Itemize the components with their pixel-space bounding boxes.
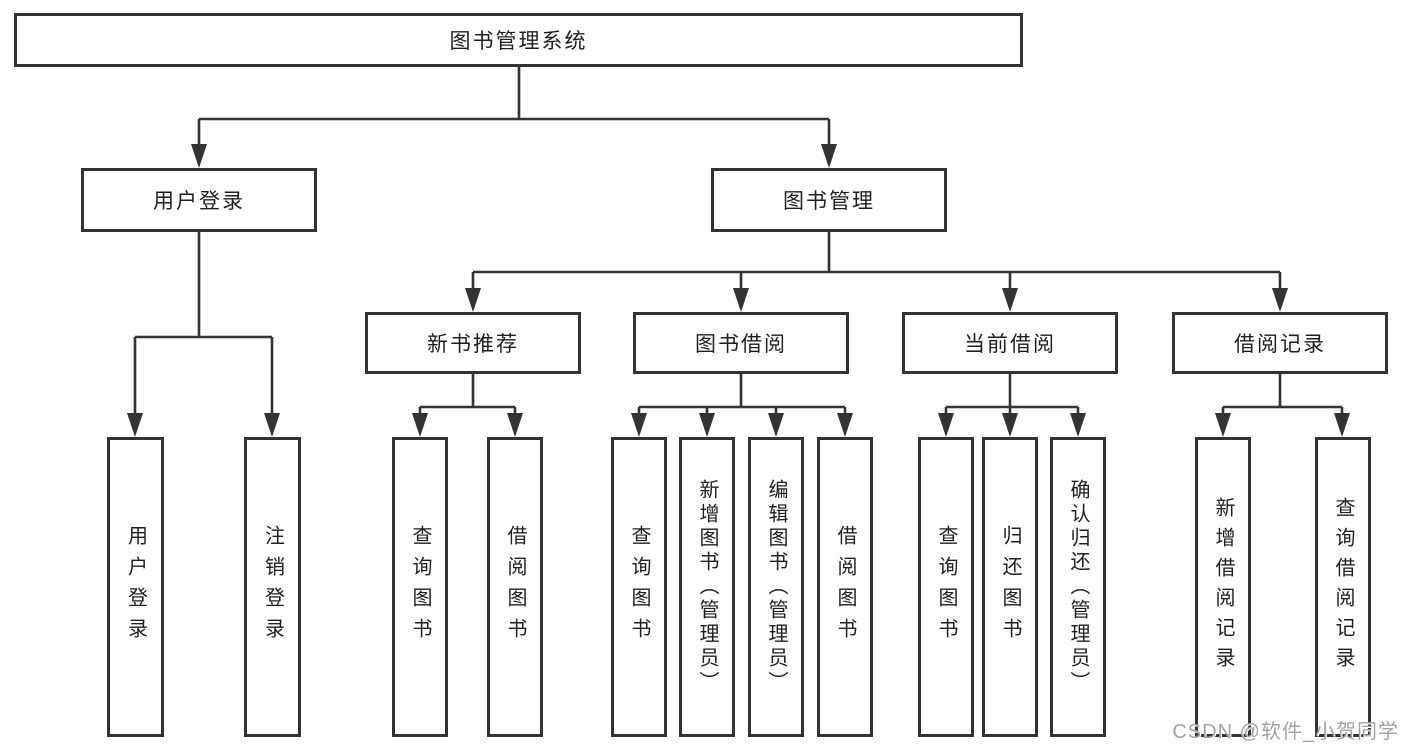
leaf-borrow-add-admin: 新增图书（管理员） xyxy=(679,437,735,737)
leaf-records-add: 新增借阅记录 xyxy=(1195,437,1251,737)
leaf-logout-label: 注销登录 xyxy=(261,525,284,649)
leaf-current-query-label: 查询图书 xyxy=(935,525,957,649)
leaf-borrow-edit-admin: 编辑图书（管理员） xyxy=(748,437,804,737)
leaf-borrow-add-admin-label: 新增图书（管理员） xyxy=(696,479,718,695)
node-new-book-recommend: 新书推荐 xyxy=(365,312,581,374)
node-current-borrow-label: 当前借阅 xyxy=(964,333,1056,356)
node-new-book-recommend-label: 新书推荐 xyxy=(427,333,519,356)
leaf-records-add-label: 新增借阅记录 xyxy=(1212,497,1234,677)
node-book-management-label: 图书管理 xyxy=(783,190,875,213)
leaf-current-return: 归还图书 xyxy=(982,437,1038,737)
node-borrow-records-label: 借阅记录 xyxy=(1234,333,1326,356)
node-book-management: 图书管理 xyxy=(711,168,947,232)
leaf-borrow-edit-admin-label: 编辑图书（管理员） xyxy=(765,479,787,695)
leaf-borrow-query: 查询图书 xyxy=(611,437,667,737)
csdn-watermark: CSDN @软件_小贺同学 xyxy=(1172,721,1399,743)
node-borrow-records: 借阅记录 xyxy=(1172,312,1388,374)
node-book-borrow: 图书借阅 xyxy=(633,312,849,374)
node-user-login-label: 用户登录 xyxy=(153,190,245,213)
leaf-user-login: 用户登录 xyxy=(107,437,164,737)
leaf-records-query: 查询借阅记录 xyxy=(1315,437,1371,737)
leaf-newbook-borrow-label: 借阅图书 xyxy=(504,525,526,649)
leaf-records-query-label: 查询借阅记录 xyxy=(1332,497,1354,677)
leaf-borrow-borrow-label: 借阅图书 xyxy=(834,525,856,649)
node-current-borrow: 当前借阅 xyxy=(902,312,1118,374)
leaf-user-login-label: 用户登录 xyxy=(124,525,147,649)
leaf-newbook-borrow: 借阅图书 xyxy=(487,437,543,737)
leaf-logout: 注销登录 xyxy=(244,437,301,737)
leaf-current-confirm-admin-label: 确认归还（管理员） xyxy=(1067,479,1089,695)
leaf-current-confirm-admin: 确认归还（管理员） xyxy=(1050,437,1106,737)
leaf-newbook-query-label: 查询图书 xyxy=(409,525,431,649)
leaf-current-return-label: 归还图书 xyxy=(999,525,1021,649)
node-user-login: 用户登录 xyxy=(81,168,317,232)
leaf-borrow-query-label: 查询图书 xyxy=(628,525,650,649)
leaf-borrow-borrow: 借阅图书 xyxy=(817,437,873,737)
node-root: 图书管理系统 xyxy=(14,13,1023,67)
leaf-newbook-query: 查询图书 xyxy=(392,437,448,737)
leaf-current-query: 查询图书 xyxy=(918,437,974,737)
node-book-borrow-label: 图书借阅 xyxy=(695,333,787,356)
node-root-label: 图书管理系统 xyxy=(449,30,588,53)
